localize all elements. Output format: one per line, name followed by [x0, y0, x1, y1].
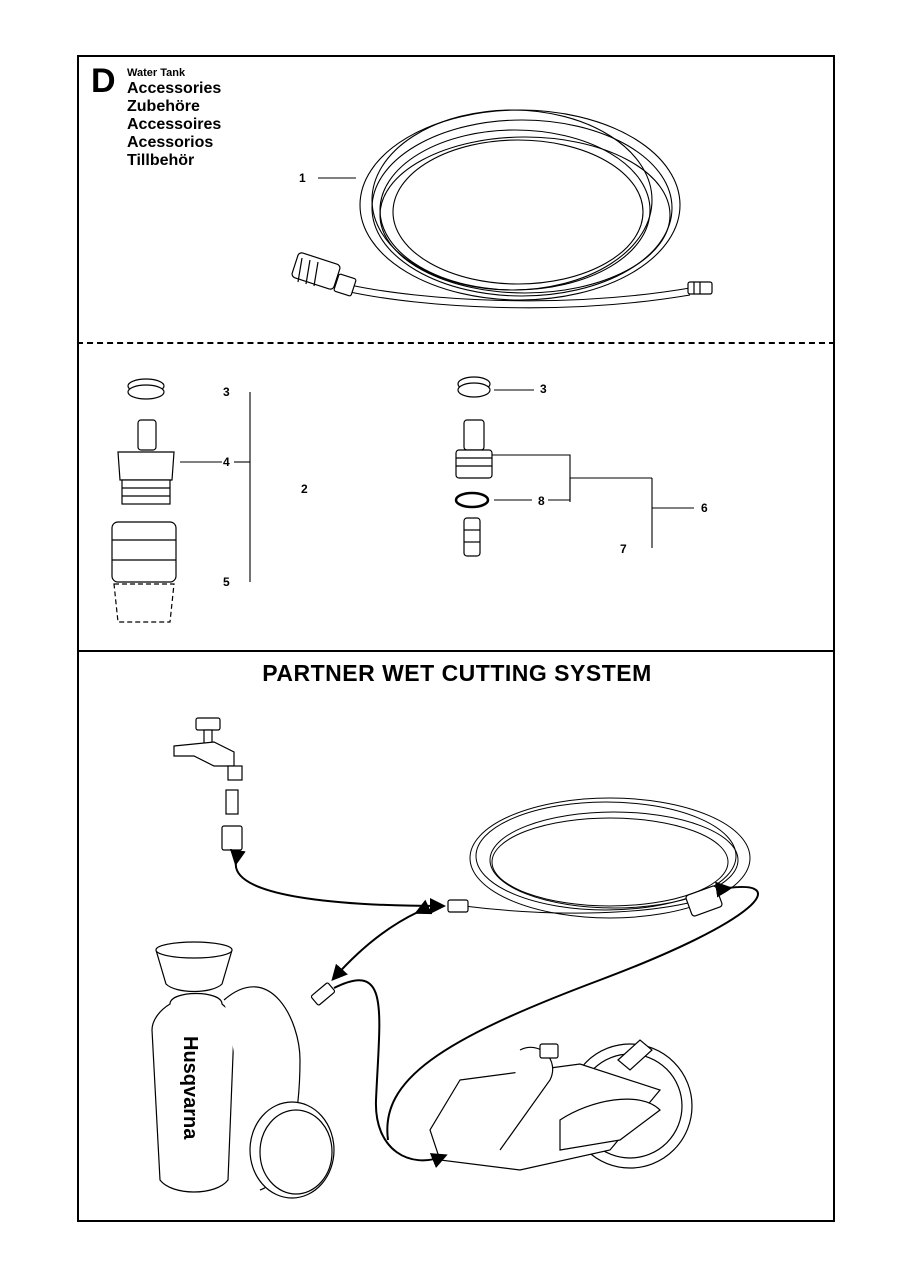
- callout-8: 8: [538, 494, 545, 508]
- hose-connector-icon: [291, 252, 713, 297]
- callout-2: 2: [301, 482, 308, 496]
- diagram-frame: [77, 55, 835, 1222]
- section-divider-dashed: [77, 342, 835, 344]
- callout-6: 6: [701, 501, 708, 515]
- section-letter: D: [91, 62, 116, 100]
- callout-5: 5: [223, 575, 230, 589]
- title-portuguese: Acessorios: [127, 134, 214, 151]
- title-english: Accessories: [127, 80, 222, 97]
- water-tank-icon: [151, 941, 335, 1199]
- water-tap-icon: [173, 717, 243, 851]
- callout-7: 7: [620, 542, 627, 556]
- hose-coil-icon: [318, 109, 691, 309]
- title-german: Zubehöre: [127, 98, 200, 115]
- system-title: PARTNER WET CUTTING SYSTEM: [262, 660, 652, 686]
- callout-3-right: 3: [540, 382, 547, 396]
- tank-brand-label: Husqvarna: [179, 1036, 201, 1140]
- arrow-icon: [229, 848, 759, 1168]
- valve-icon: [454, 376, 493, 557]
- callout-4: 4: [223, 455, 230, 469]
- section-divider-solid: [77, 650, 835, 652]
- power-cutter-icon: [429, 1039, 693, 1171]
- callout-3-left: 3: [223, 385, 230, 399]
- title-french: Accessoires: [127, 116, 222, 133]
- section-subtitle: Water Tank: [127, 67, 186, 79]
- system-hose-coil-icon: [463, 797, 751, 919]
- callout-1: 1: [299, 171, 306, 185]
- fitting-icon: [111, 378, 177, 623]
- title-swedish: Tillbehör: [127, 152, 195, 169]
